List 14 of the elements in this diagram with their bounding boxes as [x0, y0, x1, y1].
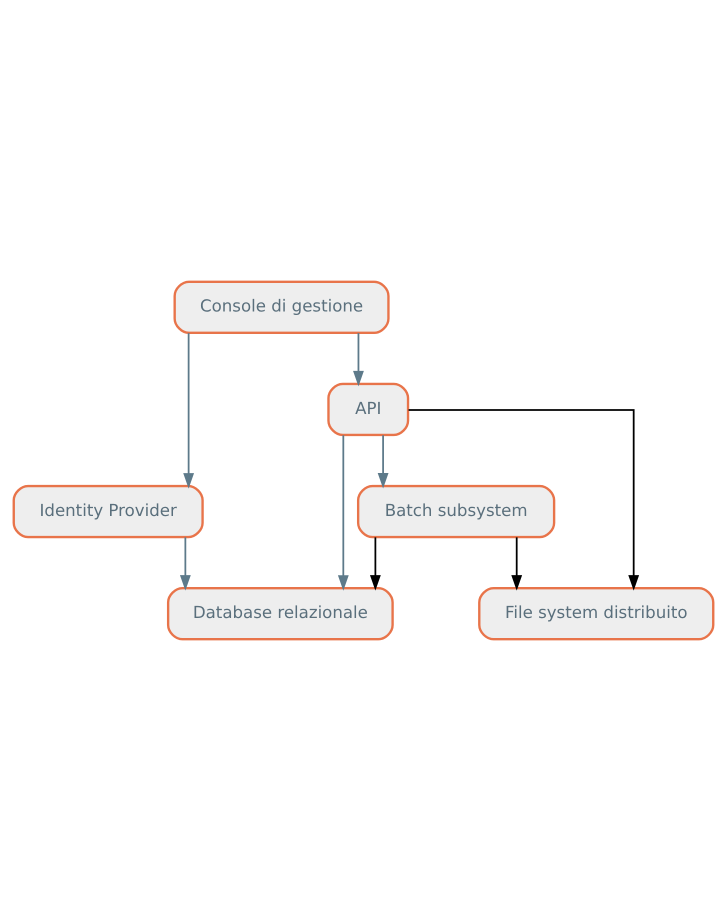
arrow [182, 332, 194, 488]
arrow [352, 332, 364, 386]
arrow [510, 536, 522, 590]
arrow [179, 536, 190, 590]
node-box: Database relazionale [166, 586, 394, 640]
arrow [377, 434, 388, 488]
node-box: Identity Provider [12, 484, 204, 538]
arrow [408, 408, 639, 590]
node-box: File system distribuito [478, 586, 714, 640]
node-box: Batch subsystem [356, 484, 555, 538]
arrow [337, 434, 348, 590]
arrow [369, 536, 380, 590]
node-box: API [326, 382, 409, 436]
node-box: Console di gestione [172, 280, 390, 334]
